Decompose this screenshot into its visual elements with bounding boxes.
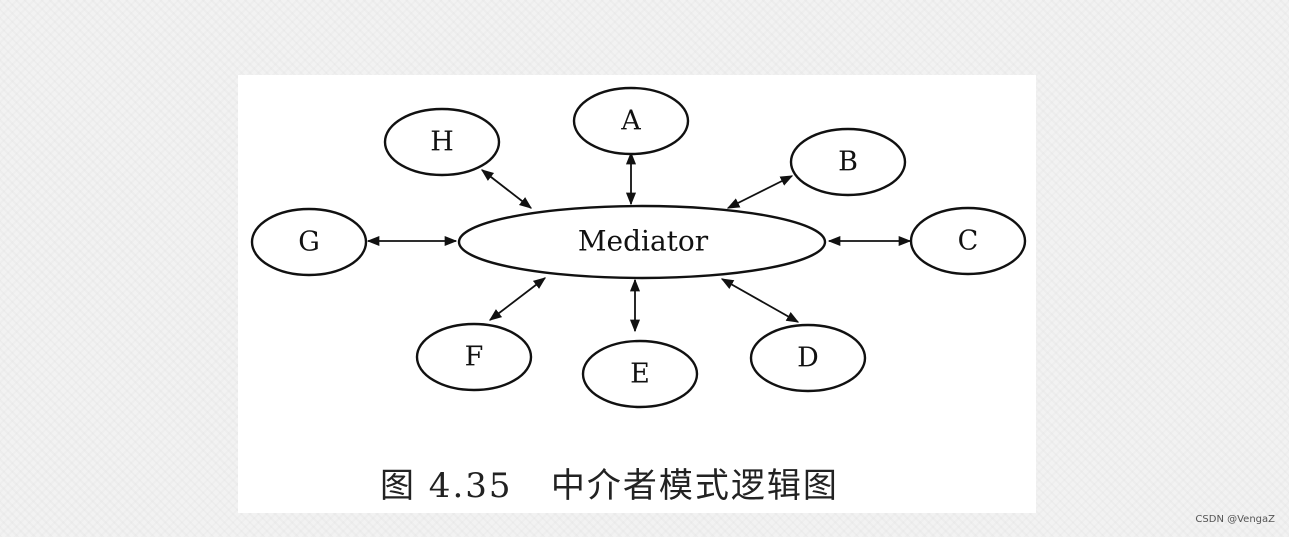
connector-f-mediator bbox=[488, 277, 547, 321]
colleague-label-h: H bbox=[430, 127, 454, 158]
colleague-ellipse-h bbox=[383, 107, 501, 177]
colleague-node-c: C bbox=[909, 206, 1027, 276]
connector-b-mediator bbox=[726, 175, 794, 209]
colleague-node-h: H bbox=[383, 107, 501, 177]
colleague-node-b: B bbox=[789, 127, 907, 197]
colleague-node-e: E bbox=[581, 339, 699, 409]
colleague-label-e: E bbox=[630, 359, 650, 390]
colleague-ellipse-c bbox=[909, 206, 1027, 276]
colleague-node-g: G bbox=[250, 207, 368, 277]
figure-caption: 图 4.35 中介者模式逻辑图 bbox=[380, 466, 839, 506]
connectors-group bbox=[366, 151, 912, 333]
colleague-ellipse-e bbox=[581, 339, 699, 409]
colleague-label-a: A bbox=[620, 106, 641, 137]
colleague-label-c: C bbox=[958, 226, 979, 257]
colleague-ellipse-d bbox=[749, 323, 867, 393]
colleague-ellipse-g bbox=[250, 207, 368, 277]
colleague-node-f: F bbox=[415, 322, 533, 392]
colleague-node-d: D bbox=[749, 323, 867, 393]
mediator-node: Mediator bbox=[457, 204, 827, 280]
mediator-ellipse bbox=[457, 204, 827, 280]
colleague-node-a: A bbox=[572, 86, 690, 156]
colleague-label-d: D bbox=[797, 343, 819, 374]
colleague-label-f: F bbox=[465, 342, 484, 373]
colleague-ellipse-b bbox=[789, 127, 907, 197]
mediator-label: Mediator bbox=[578, 225, 709, 258]
watermark-text: CSDN @VengaZ bbox=[1195, 514, 1275, 525]
connector-d-mediator bbox=[720, 278, 800, 323]
nodes-group: Mediator A B C D E F G H bbox=[250, 86, 1027, 409]
connector-h-mediator bbox=[481, 169, 532, 209]
colleague-ellipse-a bbox=[572, 86, 690, 156]
colleague-ellipse-f bbox=[415, 322, 533, 392]
colleague-label-g: G bbox=[298, 227, 320, 258]
colleague-label-b: B bbox=[838, 147, 858, 178]
